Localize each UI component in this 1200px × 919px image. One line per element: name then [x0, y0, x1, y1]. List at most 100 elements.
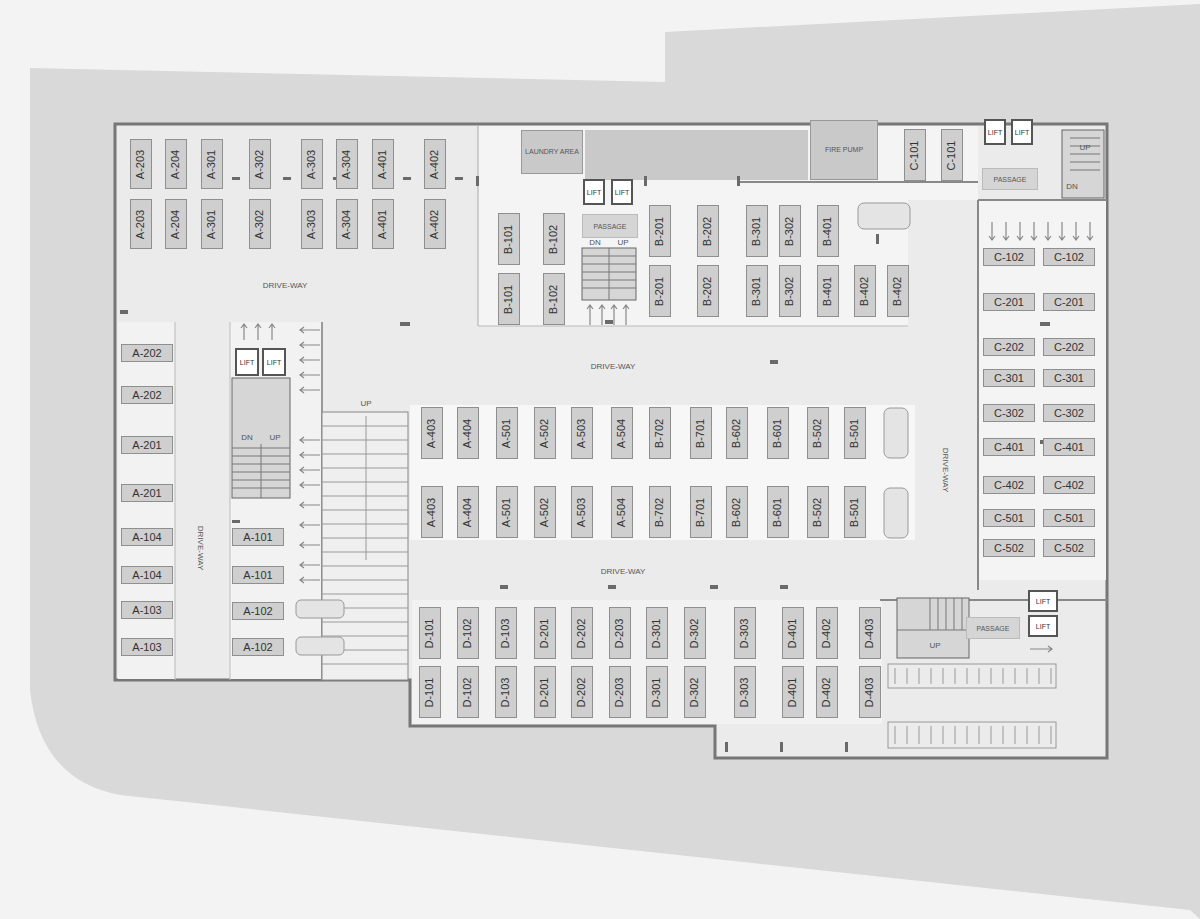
stall-label: D-403 — [865, 677, 876, 707]
stall-label: D-201 — [540, 618, 551, 648]
parking-stall: D-101 — [419, 607, 441, 659]
parking-stall: C-101 — [941, 129, 963, 181]
stall-label: B-102 — [549, 284, 560, 313]
parking-stall: A-502 — [534, 486, 556, 538]
parking-stall: A-503 — [571, 407, 593, 459]
parking-stall: A-501 — [496, 407, 518, 459]
service-room: LAUNDRY AREA — [521, 130, 583, 174]
stall-label: B-601 — [773, 418, 784, 447]
stall-label: C-102 — [1054, 252, 1084, 263]
stall-label: B-701 — [696, 497, 707, 526]
parking-stall: A-101 — [232, 566, 284, 584]
parking-stall: D-101 — [419, 666, 441, 718]
parking-stall: C-501 — [1043, 509, 1095, 527]
stall-label: D-103 — [501, 677, 512, 707]
parking-stall: A-301 — [201, 199, 223, 249]
parking-stall: B-301 — [746, 205, 768, 257]
stall-label: A-503 — [577, 497, 588, 526]
stall-label: D-402 — [822, 677, 833, 707]
stall-label: D-402 — [822, 618, 833, 648]
stall-label: A-403 — [427, 418, 438, 447]
stall-label: D-401 — [788, 618, 799, 648]
parking-stall: B-202 — [697, 265, 719, 317]
stall-label: C-202 — [1054, 342, 1084, 353]
floor-marking: DN — [589, 239, 601, 247]
stall-label: A-303 — [307, 149, 318, 178]
stall-label: LIFT — [988, 129, 1002, 136]
parking-stall: D-202 — [571, 607, 593, 659]
parking-stall: D-102 — [457, 666, 479, 718]
stall-label: C-502 — [1054, 543, 1084, 554]
stall-label: B-201 — [655, 276, 666, 305]
stall-label: A-402 — [430, 149, 441, 178]
parking-stall: A-302 — [249, 139, 271, 189]
parking-stall: A-302 — [249, 199, 271, 249]
parking-stall: D-403 — [859, 666, 881, 718]
stall-label: B-201 — [655, 216, 666, 245]
parking-stall: B-201 — [649, 265, 671, 317]
stall-label: D-101 — [425, 677, 436, 707]
parking-stall: A-504 — [611, 486, 633, 538]
parking-stall: B-101 — [498, 273, 520, 325]
parking-stall: B-601 — [767, 407, 789, 459]
parking-stall: C-101 — [904, 129, 926, 181]
floor-marking: UP — [929, 642, 940, 650]
parking-stall: C-401 — [983, 438, 1035, 456]
stall-label: LIFT — [240, 359, 254, 366]
stall-label: D-303 — [740, 677, 751, 707]
stall-label: B-101 — [504, 284, 515, 313]
stall-label: A-504 — [617, 497, 628, 526]
stall-label: C-202 — [994, 342, 1024, 353]
stall-label: A-103 — [132, 605, 161, 616]
stall-label: A-201 — [132, 488, 161, 499]
stall-label: D-102 — [463, 618, 474, 648]
floor-marking: DRIVE-WAY — [941, 448, 949, 492]
parking-stall: B-301 — [746, 265, 768, 317]
stall-label: A-404 — [463, 418, 474, 447]
passage-area: PASSAGE — [966, 617, 1020, 639]
parking-stall: D-402 — [816, 666, 838, 718]
parking-stall: B-702 — [649, 407, 671, 459]
parking-stall: D-402 — [816, 607, 838, 659]
stall-label: C-101 — [910, 140, 921, 170]
parking-stall: A-301 — [201, 139, 223, 189]
stall-label: D-301 — [652, 677, 663, 707]
stall-label: A-202 — [132, 390, 161, 401]
stall-label: D-202 — [577, 677, 588, 707]
stall-label: C-201 — [1054, 297, 1084, 308]
stall-label: B-102 — [549, 224, 560, 253]
stall-label: C-302 — [1054, 408, 1084, 419]
stall-label: A-301 — [207, 149, 218, 178]
stall-label: B-202 — [703, 216, 714, 245]
passage-area: PASSAGE — [582, 214, 638, 238]
stall-label: LIFT — [267, 359, 281, 366]
stall-label: C-501 — [994, 513, 1024, 524]
parking-stall: A-504 — [611, 407, 633, 459]
parking-stall: B-601 — [767, 486, 789, 538]
stall-label: A-102 — [243, 642, 272, 653]
stall-label: D-203 — [615, 618, 626, 648]
parking-stall: A-201 — [121, 436, 173, 454]
stall-label: B-601 — [773, 497, 784, 526]
parking-stall: A-404 — [457, 407, 479, 459]
service-room: FIRE PUMP — [810, 120, 878, 180]
parking-stall: D-403 — [859, 607, 881, 659]
stall-label: A-304 — [342, 209, 353, 238]
parking-stall: A-303 — [301, 139, 323, 189]
parking-stall: B-502 — [807, 407, 829, 459]
parking-stall: B-102 — [543, 273, 565, 325]
parking-stall: B-701 — [690, 407, 712, 459]
stall-label: A-101 — [243, 570, 272, 581]
parking-stall: A-104 — [121, 528, 173, 546]
parking-stall: D-303 — [734, 666, 756, 718]
parking-stall: B-602 — [726, 486, 748, 538]
parking-stall: B-701 — [690, 486, 712, 538]
parking-stall: B-501 — [844, 407, 866, 459]
stall-label: A-203 — [136, 209, 147, 238]
stall-label: C-402 — [1054, 480, 1084, 491]
stall-label: A-203 — [136, 149, 147, 178]
stall-label: PASSAGE — [977, 625, 1010, 632]
parking-stall: B-402 — [887, 265, 909, 317]
parking-stall: B-401 — [817, 205, 839, 257]
floor-marking: UP — [617, 239, 628, 247]
